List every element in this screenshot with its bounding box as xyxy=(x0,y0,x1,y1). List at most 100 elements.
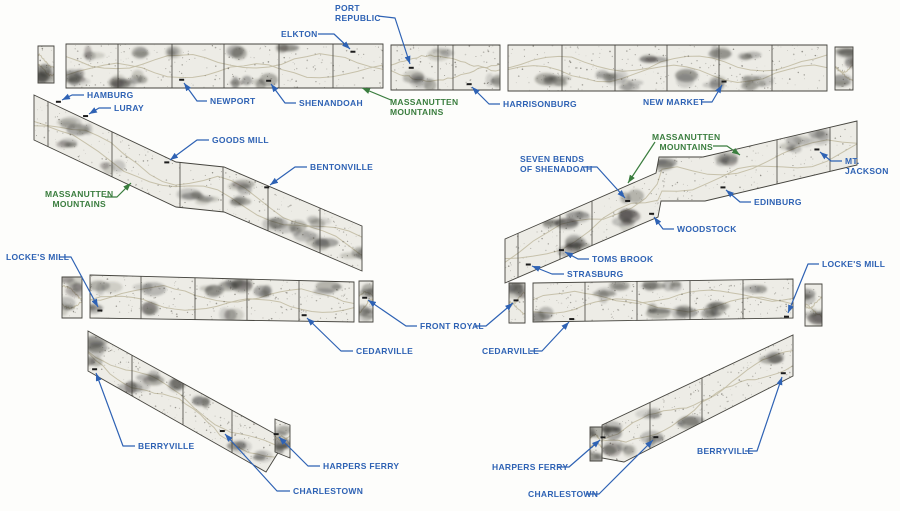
leader-woodstock xyxy=(653,216,674,230)
town-mark xyxy=(558,249,564,252)
town-mark xyxy=(720,186,726,189)
map-strip-7 xyxy=(61,276,83,319)
town-mark xyxy=(164,161,170,164)
label-berryville-left: BERRYVILLE xyxy=(138,441,195,451)
town-mark xyxy=(653,436,659,439)
label-edinburg: EDINBURG xyxy=(754,197,802,207)
leader-seven-bends xyxy=(584,166,626,199)
label-harrisonburg: HARRISONBURG xyxy=(503,99,577,109)
leader-front-royal xyxy=(475,302,514,327)
map-strip-4 xyxy=(834,46,854,91)
town-mark xyxy=(301,314,307,317)
map-strip-0 xyxy=(37,45,55,84)
map-strip-12 xyxy=(804,283,823,327)
label-luray: LURAY xyxy=(114,103,144,113)
leader-port-republic xyxy=(377,15,411,65)
town-mark xyxy=(362,296,368,299)
leader-strasburg xyxy=(531,265,564,275)
leader-toms-brook xyxy=(564,251,589,260)
town-mark xyxy=(350,50,356,53)
leader-massanutten-mountains-top xyxy=(361,87,392,101)
town-mark xyxy=(273,433,279,436)
label-bentonville: BENTONVILLE xyxy=(310,162,374,172)
leader-edinburg xyxy=(725,189,751,203)
leader-new-market xyxy=(702,84,723,103)
leader-harpers-ferry-right xyxy=(557,439,601,468)
map-strip-2 xyxy=(390,44,501,91)
leader-harrisonburg xyxy=(471,86,500,105)
map-strip-3 xyxy=(507,44,828,92)
town-mark xyxy=(814,148,820,151)
label-hamburg: HAMBURG xyxy=(87,90,134,100)
town-mark xyxy=(264,186,270,189)
leader-lines xyxy=(60,15,842,495)
leader-shenandoah xyxy=(270,83,296,104)
label-harpers-ferry-left: HARPERS FERRY xyxy=(323,461,400,471)
label-charlestown-left: CHARLESTOWN xyxy=(293,486,364,496)
leader-charlestown-right xyxy=(586,439,654,495)
town-mark xyxy=(721,80,727,83)
town-mark xyxy=(625,199,631,202)
leader-cedarville-left xyxy=(306,317,353,352)
map-strip-10 xyxy=(508,282,526,324)
map-strip-6 xyxy=(504,120,858,284)
label-massanutten-mountains-right: MASSANUTTEN MOUNTAINS xyxy=(652,132,721,152)
label-elkton: ELKTON xyxy=(281,29,318,39)
leader-mt-jackson xyxy=(819,151,842,162)
label-harpers-ferry-right: HARPERS FERRY xyxy=(492,462,569,472)
label-newport: NEWPORT xyxy=(210,96,256,106)
leader-massanutten-mountains-right xyxy=(627,141,656,184)
town-mark xyxy=(55,100,61,103)
map-strip-11 xyxy=(532,278,794,323)
town-mark xyxy=(466,83,472,86)
town-mark xyxy=(569,318,575,321)
label-cedarville-right: CEDARVILLE xyxy=(482,346,540,356)
leader-bentonville xyxy=(269,166,307,186)
label-front-royal: FRONT ROYAL xyxy=(420,321,484,331)
label-port-republic: PORT REPUBLIC xyxy=(335,3,381,23)
town-mark xyxy=(92,368,98,371)
label-strasburg: STRASBURG xyxy=(567,269,624,279)
map-strip-15 xyxy=(601,334,794,463)
label-goods-mill: GOODS MILL xyxy=(212,135,269,145)
map-strip-1 xyxy=(65,43,384,89)
leader-massanutten-mountains-right xyxy=(713,145,741,156)
label-lockes-mill-left: LOCKE'S MILL xyxy=(6,252,70,262)
label-massanutten-mountains-top: MASSANUTTEN MOUNTAINS xyxy=(390,97,459,117)
leader-berryville-right xyxy=(745,376,783,452)
town-mark xyxy=(219,430,225,433)
label-massanutten-mountains-left: MASSANUTTEN MOUNTAINS xyxy=(45,189,114,209)
leader-luray xyxy=(88,107,111,115)
town-mark xyxy=(525,263,531,266)
town-mark xyxy=(83,115,89,118)
label-toms-brook: TOMS BROOK xyxy=(592,254,654,264)
leader-goods-mill xyxy=(169,139,209,161)
label-charlestown-right: CHARLESTOWN xyxy=(528,489,599,499)
map-strip-8 xyxy=(89,274,355,323)
town-mark xyxy=(649,212,655,215)
leader-massanutten-mountains-left xyxy=(105,182,132,198)
town-mark xyxy=(408,66,414,69)
leader-berryville-left xyxy=(95,372,135,447)
label-woodstock: WOODSTOCK xyxy=(677,224,737,234)
leader-front-royal xyxy=(367,299,417,327)
town-mark xyxy=(600,436,606,439)
town-mark xyxy=(783,315,789,318)
label-seven-bends: SEVEN BENDS OF SHENADOAH xyxy=(520,154,593,174)
label-lockes-mill-right: LOCKE'S MILL xyxy=(822,259,886,269)
town-mark xyxy=(780,372,786,375)
map-strip-9 xyxy=(358,280,374,323)
leader-elkton xyxy=(318,33,351,50)
leader-cedarville-right xyxy=(530,321,570,352)
leader-charlestown-left xyxy=(224,433,290,492)
leader-newport xyxy=(183,82,207,102)
town-mark xyxy=(266,79,272,82)
town-mark xyxy=(513,299,519,302)
leader-lockes-mill-left xyxy=(60,256,99,308)
map-strip-16 xyxy=(589,426,603,462)
label-mt-jackson: MT. JACKSON xyxy=(845,156,889,176)
label-shenandoah: SHENANDOAH xyxy=(299,98,363,108)
label-cedarville-left: CEDARVILLE xyxy=(356,346,414,356)
leader-lockes-mill-right xyxy=(787,263,819,314)
